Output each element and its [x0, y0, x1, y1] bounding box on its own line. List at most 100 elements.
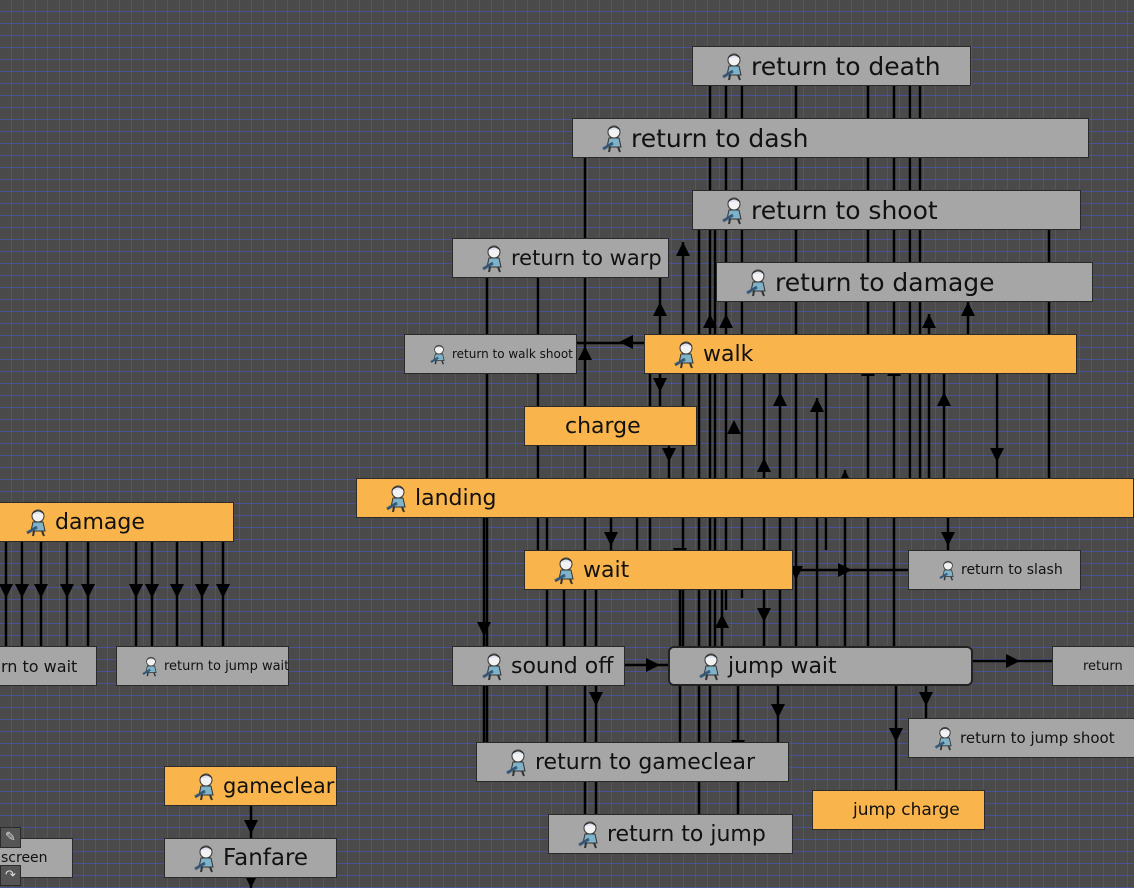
wire-arrowhead — [771, 704, 785, 718]
node-return-to-dash[interactable]: return to dash — [572, 118, 1089, 158]
wire-arrowhead — [477, 622, 491, 636]
node-return-to-wait[interactable]: rn to wait — [0, 646, 97, 686]
curve-tool-button[interactable]: ↷ — [0, 865, 21, 886]
node-label: charge — [565, 413, 641, 439]
wire-arrowhead — [145, 584, 159, 598]
node-label: return to dash — [631, 123, 809, 153]
wire-arrowhead — [646, 658, 660, 672]
node-walk[interactable]: walk — [644, 334, 1077, 374]
character-sprite-icon — [719, 51, 749, 81]
wire-arrowhead — [773, 392, 787, 406]
node-label: return to jump — [607, 821, 766, 847]
node-label: return to slash — [961, 562, 1063, 578]
wire-arrowhead — [838, 563, 852, 577]
character-sprite-icon — [428, 343, 450, 365]
wire-arrowhead — [129, 584, 143, 598]
node-damage[interactable]: damage — [0, 502, 234, 542]
node-return-to-warp[interactable]: return to warp — [452, 238, 669, 278]
character-sprite-icon — [503, 747, 533, 777]
character-sprite-icon — [937, 559, 959, 581]
wire-arrowhead — [889, 728, 903, 742]
pen-icon: ✎ — [5, 830, 16, 845]
node-jump-wait[interactable]: jump wait — [668, 646, 973, 686]
wire-arrowhead — [719, 314, 733, 328]
node-label: return to warp — [511, 246, 662, 270]
wire-arrowhead — [941, 532, 955, 546]
character-sprite-icon — [551, 555, 581, 585]
node-return-to-walk-shoot[interactable]: return to walk shoot — [404, 334, 577, 374]
node-return-to-slash[interactable]: return to slash — [908, 550, 1081, 590]
node-return-to-shoot[interactable]: return to shoot — [692, 190, 1081, 230]
node-label: screen — [1, 850, 48, 866]
node-label: rn to wait — [1, 656, 78, 676]
node-label: jump charge — [853, 800, 960, 820]
node-return-to-damage[interactable]: return to damage — [716, 262, 1093, 302]
character-sprite-icon — [23, 507, 53, 537]
character-sprite-icon — [671, 339, 701, 369]
wire-arrowhead — [653, 378, 667, 392]
curve-icon: ↷ — [5, 868, 16, 883]
node-return-to-jump-wait[interactable]: return to jump wait — [116, 646, 289, 686]
node-return-to-gameclear[interactable]: return to gameclear — [476, 742, 789, 782]
character-sprite-icon — [140, 655, 162, 677]
wire-arrowhead — [810, 398, 824, 412]
character-sprite-icon — [479, 243, 509, 273]
node-label: landing — [415, 485, 497, 511]
node-label: wait — [583, 557, 630, 583]
node-label: gameclear — [223, 774, 335, 798]
node-sound-off[interactable]: sound off — [452, 646, 625, 686]
wire-arrowhead — [15, 584, 29, 598]
node-label: return to gameclear — [535, 749, 756, 775]
wire-arrowhead — [937, 392, 951, 406]
node-label: return to walk shoot — [452, 347, 573, 361]
node-return-to-jump[interactable]: return to jump — [548, 814, 793, 854]
character-sprite-icon — [191, 843, 221, 873]
wire-arrowhead — [919, 692, 933, 706]
wire-arrowhead — [757, 458, 771, 472]
character-sprite-icon — [191, 771, 221, 801]
character-sprite-icon — [719, 195, 749, 225]
wire-arrowhead — [34, 584, 48, 598]
character-sprite-icon — [599, 123, 629, 153]
wire-arrowhead — [990, 448, 1004, 462]
wire-arrowhead — [81, 584, 95, 598]
character-sprite-icon — [575, 819, 605, 849]
node-return-to-death[interactable]: return to death — [692, 46, 971, 86]
wire-arrowhead — [60, 584, 74, 598]
wire-arrowhead — [619, 335, 633, 349]
wire-arrowhead — [715, 614, 729, 628]
wire-arrowhead — [1006, 654, 1020, 668]
node-charge[interactable]: charge — [524, 406, 697, 446]
node-wait[interactable]: wait — [524, 550, 793, 590]
wire-arrowhead — [0, 584, 13, 598]
character-sprite-icon — [743, 267, 773, 297]
wire-arrowhead — [961, 302, 975, 316]
node-label: walk — [703, 341, 754, 367]
character-sprite-icon — [696, 651, 726, 681]
node-fanfare[interactable]: Fanfare — [164, 838, 337, 878]
wire-arrowhead — [653, 302, 667, 316]
node-gameclear[interactable]: gameclear — [164, 766, 337, 806]
node-label: Fanfare — [223, 845, 309, 871]
wire-arrowhead — [922, 314, 936, 328]
node-label: sound off — [511, 653, 614, 679]
node-label: return to damage — [775, 267, 995, 297]
node-label: return to jump shoot — [960, 729, 1115, 747]
wire-arrowhead — [195, 584, 209, 598]
node-return-partial[interactable]: return — [1052, 646, 1134, 686]
wire-arrowhead — [578, 346, 592, 360]
wire-arrowhead — [703, 314, 717, 328]
wire-arrowhead — [216, 584, 230, 598]
node-landing[interactable]: landing — [356, 478, 1134, 518]
wire-arrowhead — [244, 820, 258, 834]
node-jump-charge[interactable]: jump charge — [812, 790, 985, 830]
node-label: return to jump wait — [164, 658, 289, 674]
wire-arrowhead — [662, 448, 676, 462]
pen-tool-button[interactable]: ✎ — [0, 827, 21, 848]
character-sprite-icon — [383, 483, 413, 513]
character-sprite-icon — [932, 725, 958, 751]
node-return-to-jump-shoot[interactable]: return to jump shoot — [908, 718, 1134, 758]
wire-arrowhead — [604, 532, 618, 546]
character-sprite-icon — [479, 651, 509, 681]
node-label: return to shoot — [751, 195, 938, 225]
